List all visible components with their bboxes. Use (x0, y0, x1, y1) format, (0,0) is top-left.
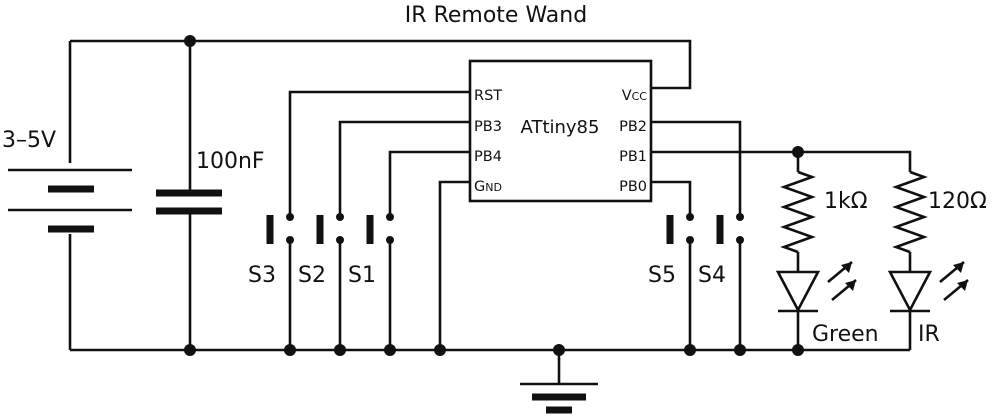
switch-label-s2: S2 (298, 263, 326, 288)
switch-s5 (666, 213, 694, 350)
pb4-wire (388, 150, 470, 215)
led-green (775, 261, 857, 350)
pb2-wire (651, 120, 742, 215)
chip-name-label: ATtiny85 (521, 117, 600, 138)
battery-symbol (8, 41, 132, 350)
pin-label-rst: RST (474, 88, 502, 104)
pin-label-pb4: PB4 (474, 149, 502, 165)
pin-label-gnd-rest: ND (485, 181, 502, 194)
rst-wire (288, 90, 470, 215)
gnd-pin-wire (438, 180, 470, 350)
pin-label-vcc: VCC (622, 88, 648, 104)
switch-s4 (716, 213, 744, 350)
pb0-wire (651, 180, 692, 215)
capacitor-value-label: 100nF (196, 149, 265, 174)
pin-label-gnd-cap: G (474, 179, 485, 195)
switch-label-s3: S3 (248, 263, 276, 288)
pin-label-pb2: PB2 (619, 119, 647, 135)
led-label-ir: IR (918, 322, 940, 347)
resistor-label-120: 120Ω (928, 189, 987, 214)
pin-label-vcc-rest: CC (632, 90, 648, 103)
led-label-green: Green (812, 322, 879, 347)
resistor-label-1k: 1kΩ (824, 189, 868, 214)
attiny85-chip (468, 59, 653, 203)
resistor-120 (892, 170, 928, 272)
ground-symbol (520, 350, 598, 414)
vcc-rail-wire (70, 39, 692, 90)
capacitor-symbol (156, 41, 222, 350)
battery-voltage-label: 3–5V (2, 128, 56, 153)
switch-label-s4: S4 (698, 263, 726, 288)
pin-label-vcc-cap: V (622, 88, 632, 104)
resistor-1k (780, 152, 816, 272)
led-ir (887, 261, 969, 350)
pin-label-gnd: GND (474, 179, 502, 195)
switch-s3 (266, 213, 294, 350)
pin-label-pb0: PB0 (619, 179, 647, 195)
switch-s2 (316, 213, 344, 350)
pb3-wire (338, 120, 470, 215)
pin-label-pb1: PB1 (619, 149, 647, 165)
pb1-wire (651, 150, 912, 172)
switch-s1 (366, 213, 394, 350)
diagram-title: IR Remote Wand (405, 3, 587, 28)
switch-label-s5: S5 (648, 263, 676, 288)
switch-label-s1: S1 (348, 263, 376, 288)
junction-dots (184, 35, 804, 356)
pin-label-pb3: PB3 (474, 119, 502, 135)
